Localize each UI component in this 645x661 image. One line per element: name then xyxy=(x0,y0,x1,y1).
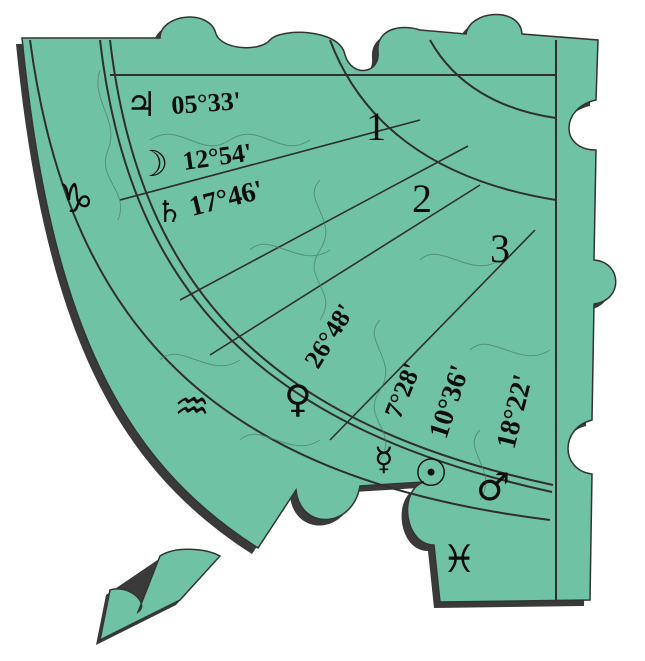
puzzle-piece-main xyxy=(22,14,616,602)
saturn-icon: ♄ xyxy=(156,195,183,230)
capricorn-icon: ♑ xyxy=(58,176,94,222)
sun-icon: ☉ xyxy=(414,451,448,495)
house-number-2: 2 xyxy=(412,176,432,221)
mars-icon: ♂ xyxy=(476,465,510,509)
moon-icon: ☽ xyxy=(136,144,168,185)
mercury-icon: ☿ xyxy=(374,440,394,478)
pisces-icon: ♓ xyxy=(442,537,476,581)
puzzle-piece-detached xyxy=(100,549,220,640)
house-number-3: 3 xyxy=(490,226,510,271)
jupiter-degree: 05°33' xyxy=(170,86,241,120)
house-number-1: 1 xyxy=(366,104,386,149)
jupiter-icon: ♃ xyxy=(126,85,156,125)
aquarius-icon: ♒ xyxy=(174,384,210,430)
venus-icon: ♀ xyxy=(284,377,312,421)
